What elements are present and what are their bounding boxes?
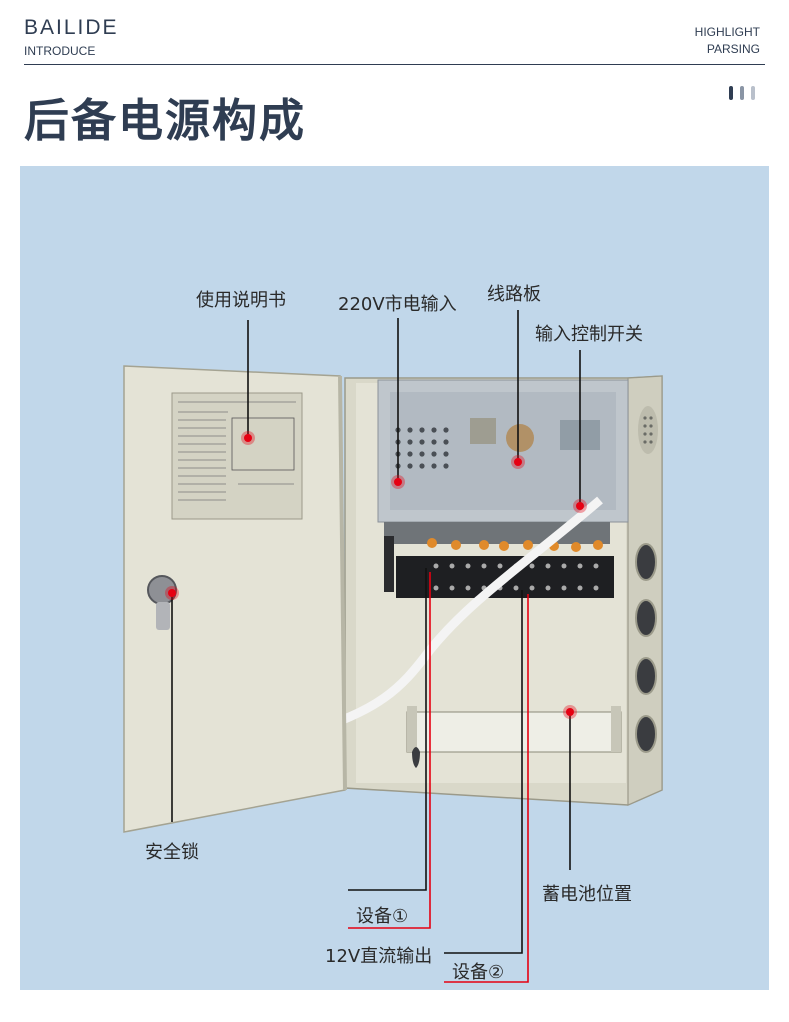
label-device-1: 设备① — [356, 906, 409, 927]
pager-dot-active — [729, 86, 733, 100]
highlight-line-1: HIGHLIGHT — [694, 25, 760, 39]
brand-name: BAILIDE — [24, 16, 119, 39]
label-input-switch: 输入控制开关 — [535, 324, 643, 345]
side-cable-holes — [635, 543, 657, 753]
pager-dots — [729, 85, 762, 104]
wall-hook — [412, 747, 420, 768]
leader-lines — [171, 310, 581, 983]
battery-bracket — [406, 706, 622, 753]
pager-dot — [751, 86, 755, 100]
circuit-board-cover — [377, 379, 629, 523]
label-battery-position: 蓄电池位置 — [542, 884, 632, 905]
red-marker-icon — [165, 431, 587, 719]
brand-subtitle: INTRODUCE — [24, 44, 96, 58]
manual-sheet — [171, 392, 303, 520]
pager-dot — [740, 86, 744, 100]
label-dc-output: 12V直流输出 — [325, 946, 433, 967]
key-lock-icon — [147, 575, 177, 630]
header-rule — [24, 64, 765, 65]
side-grille — [638, 406, 658, 454]
label-mains-input: 220V市电输入 — [338, 294, 457, 315]
label-safety-lock: 安全锁 — [145, 842, 199, 863]
ribbon-cable — [298, 496, 603, 740]
label-manual: 使用说明书 — [196, 290, 286, 311]
label-device-2: 设备② — [452, 962, 505, 983]
vent-grille-icon — [395, 427, 449, 469]
label-circuit-board: 线路板 — [487, 284, 541, 305]
highlight-line-2: PARSING — [706, 42, 760, 56]
page-title: 后备电源构成 — [24, 94, 307, 147]
